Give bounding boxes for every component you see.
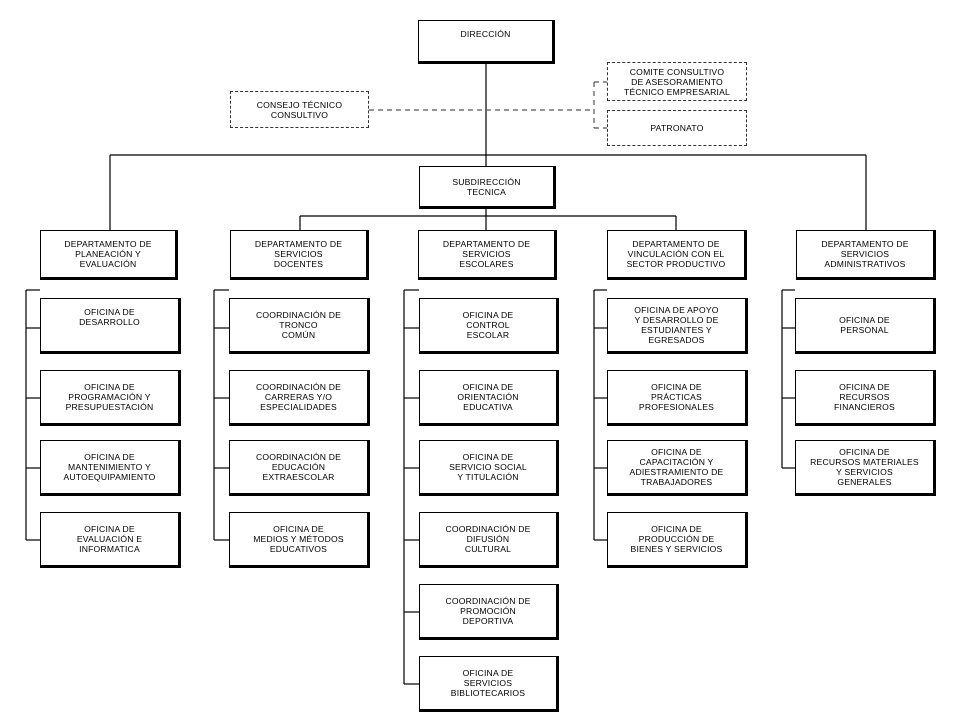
oficina-medios-label: OFICINA DE MEDIOS Y MÉTODOS EDUCATIVOS (253, 524, 344, 554)
oficina-practicas-box: OFICINA DE PRÁCTICAS PROFESIONALES (607, 370, 748, 426)
oficina-evaluacion-label: OFICINA DE EVALUACIÓN E INFORMATICA (76, 524, 143, 554)
oficina-practicas-label: OFICINA DE PRÁCTICAS PROFESIONALES (638, 382, 715, 412)
oficina-materiales-box: OFICINA DE RECURSOS MATERIALES Y SERVICI… (795, 440, 936, 496)
oficina-materiales-label: OFICINA DE RECURSOS MATERIALES Y SERVICI… (810, 447, 919, 487)
consejo-tecnico-label: CONSEJO TÉCNICO CONSULTIVO (256, 99, 343, 120)
coordinacion-difusion-label: COORDINACIÓN DE DIFUSIÓN CULTURAL (445, 524, 531, 554)
oficina-control-label: OFICINA DE CONTROL ESCOLAR (462, 310, 514, 340)
oficina-desarrollo-box: OFICINA DE DESARROLLO (40, 298, 181, 354)
oficina-apoyo-box: OFICINA DE APOYO Y DESARROLLO DE ESTUDIA… (607, 298, 748, 354)
subdireccion-label: SUBDIRECCIÓN TECNICA (452, 176, 521, 197)
direccion-box: DIRECCIÓN (418, 20, 555, 64)
coordinacion-tronco-box: COORDINACIÓN DE TRONCO COMÚN (229, 298, 370, 354)
coordinacion-difusion-box: COORDINACIÓN DE DIFUSIÓN CULTURAL (419, 512, 559, 568)
dept-administrativos-label: DEPARTAMENTO DE SERVICIOS ADMINISTRATIVO… (821, 239, 909, 269)
patronato-box: PATRONATO (607, 110, 747, 146)
subdireccion-box: SUBDIRECCIÓN TECNICA (419, 166, 556, 209)
oficina-produccion-label: OFICINA DE PRODUCCIÓN DE BIENES Y SERVIC… (630, 524, 723, 554)
oficina-servicio-social-box: OFICINA DE SERVICIO SOCIAL Y TITULACIÓN (419, 440, 559, 496)
consejo-tecnico-box: CONSEJO TÉCNICO CONSULTIVO (230, 91, 369, 128)
oficina-capacitacion-label: OFICINA DE CAPACITACIÓN Y ADIESTRAMIENTO… (629, 447, 724, 487)
dept-administrativos-box: DEPARTAMENTO DE SERVICIOS ADMINISTRATIVO… (796, 230, 936, 280)
comite-consultivo-label: COMITE CONSULTIVO DE ASESORAMIENTO TÉCNI… (624, 66, 730, 97)
oficina-control-box: OFICINA DE CONTROL ESCOLAR (419, 298, 559, 354)
coordinacion-educacion-box: COORDINACIÓN DE EDUCACIÓN EXTRAESCOLAR (229, 440, 370, 496)
coordinacion-carreras-label: COORDINACIÓN DE CARRERAS Y/O ESPECIALIDA… (255, 382, 342, 412)
oficina-mantenimiento-box: OFICINA DE MANTENIMIENTO Y AUTOEQUIPAMIE… (40, 440, 181, 496)
oficina-capacitacion-box: OFICINA DE CAPACITACIÓN Y ADIESTRAMIENTO… (607, 440, 748, 496)
oficina-bibliotecarios-label: OFICINA DE SERVICIOS BIBLIOTECARIOS (450, 668, 526, 698)
oficina-orientacion-label: OFICINA DE ORIENTACIÓN EDUCATIVA (457, 382, 519, 412)
oficina-apoyo-label: OFICINA DE APOYO Y DESARROLLO DE ESTUDIA… (634, 305, 719, 345)
dept-escolares-box: DEPARTAMENTO DE SERVICIOS ESCOLARES (418, 230, 557, 280)
coordinacion-educacion-label: COORDINACIÓN DE EDUCACIÓN EXTRAESCOLAR (255, 452, 342, 482)
dept-docentes-box: DEPARTAMENTO DE SERVICIOS DOCENTES (230, 230, 369, 280)
oficina-programacion-label: OFICINA DE PROGRAMACIÓN Y PRESUPUESTACIÓ… (65, 382, 154, 412)
dept-escolares-label: DEPARTAMENTO DE SERVICIOS ESCOLARES (442, 239, 531, 269)
dept-planeacion-box: DEPARTAMENTO DE PLANEACIÓN Y EVALUACIÓN (40, 230, 178, 280)
dept-docentes-label: DEPARTAMENTO DE SERVICIOS DOCENTES (254, 239, 343, 269)
oficina-financieros-box: OFICINA DE RECURSOS FINANCIEROS (795, 370, 936, 426)
oficina-medios-box: OFICINA DE MEDIOS Y MÉTODOS EDUCATIVOS (229, 512, 370, 568)
coordinacion-promocion-box: COORDINACIÓN DE PROMOCIÓN DEPORTIVA (419, 584, 559, 640)
oficina-programacion-box: OFICINA DE PROGRAMACIÓN Y PRESUPUESTACIÓ… (40, 370, 181, 426)
oficina-personal-label: OFICINA DE PERSONAL (839, 315, 890, 335)
patronato-label: PATRONATO (650, 123, 704, 133)
dept-vinculacion-box: DEPARTAMENTO DE VINCULACIÓN CON EL SECTO… (607, 230, 747, 280)
oficina-servicio-social-label: OFICINA DE SERVICIO SOCIAL Y TITULACIÓN (449, 452, 527, 482)
oficina-personal-box: OFICINA DE PERSONAL (795, 298, 936, 354)
comite-consultivo-box: COMITE CONSULTIVO DE ASESORAMIENTO TÉCNI… (607, 62, 747, 101)
oficina-financieros-label: OFICINA DE RECURSOS FINANCIEROS (834, 382, 895, 412)
oficina-produccion-box: OFICINA DE PRODUCCIÓN DE BIENES Y SERVIC… (607, 512, 748, 568)
coordinacion-promocion-label: COORDINACIÓN DE PROMOCIÓN DEPORTIVA (445, 596, 531, 626)
oficina-orientacion-box: OFICINA DE ORIENTACIÓN EDUCATIVA (419, 370, 559, 426)
coordinacion-carreras-box: COORDINACIÓN DE CARRERAS Y/O ESPECIALIDA… (229, 370, 370, 426)
oficina-evaluacion-box: OFICINA DE EVALUACIÓN E INFORMATICA (40, 512, 181, 568)
oficina-bibliotecarios-box: OFICINA DE SERVICIOS BIBLIOTECARIOS (419, 656, 559, 712)
direccion-label: DIRECCIÓN (460, 29, 511, 39)
oficina-desarrollo-label: OFICINA DE DESARROLLO (79, 307, 140, 327)
coordinacion-tronco-label: COORDINACIÓN DE TRONCO COMÚN (255, 310, 342, 340)
dept-vinculacion-label: DEPARTAMENTO DE VINCULACIÓN CON EL SECTO… (626, 239, 726, 269)
oficina-mantenimiento-label: OFICINA DE MANTENIMIENTO Y AUTOEQUIPAMIE… (63, 452, 156, 482)
dept-planeacion-label: DEPARTAMENTO DE PLANEACIÓN Y EVALUACIÓN (64, 239, 152, 269)
